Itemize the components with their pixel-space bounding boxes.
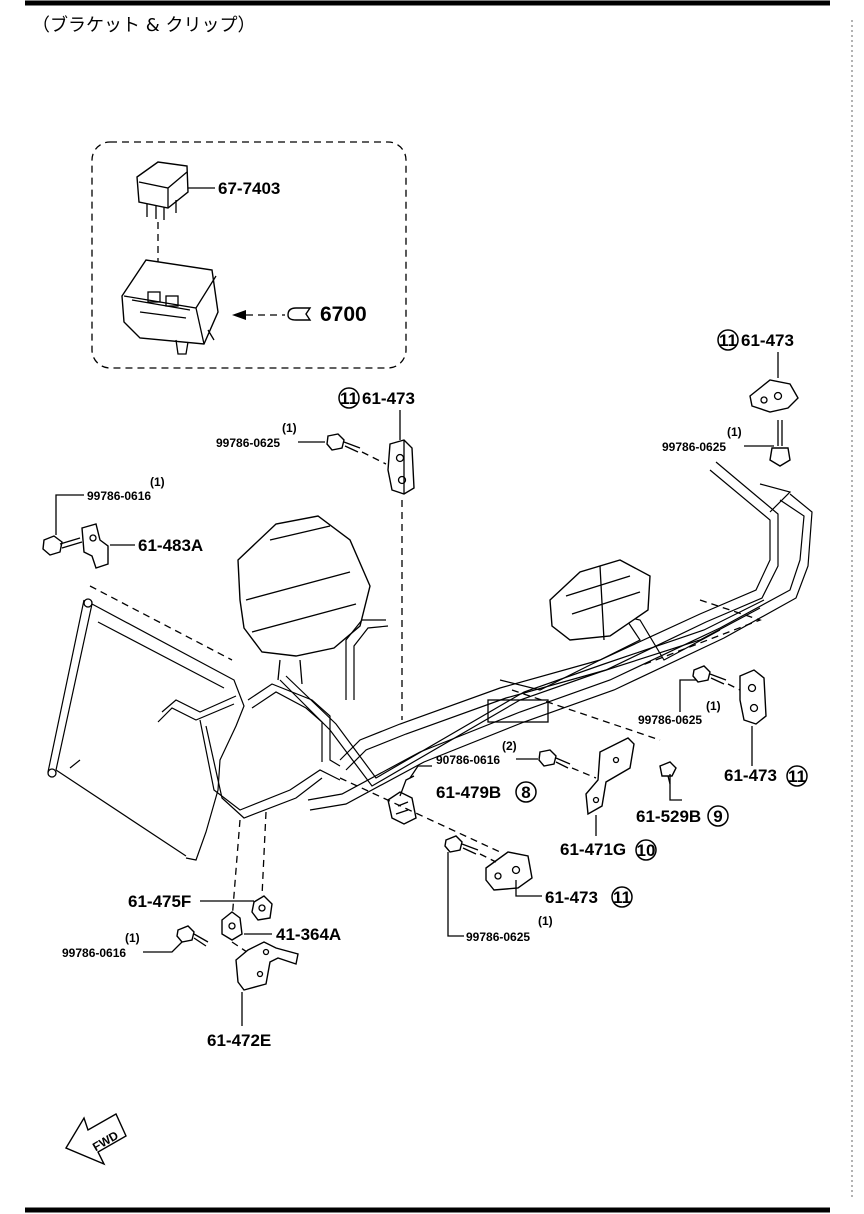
circle-11-a [338,387,360,409]
label-41-364A: 41-364A [276,925,341,944]
bolt-b4 [444,835,479,855]
label-99786-0625-c: 99786-0625 [638,713,702,727]
relay-box-part [121,259,219,355]
label-61-473-d: 61-473 [545,888,598,907]
dash-b1 [361,451,387,465]
circle-11-b-num: 11 [719,331,737,350]
condenser [47,598,245,861]
circle-11-a-num: 11 [340,389,358,408]
label-61-473-c: 61-473 [724,766,777,785]
dash-b7 [571,767,597,779]
qty-b6: (1) [125,931,140,945]
bracket-61-471G [585,737,635,816]
circle-11-d-num: 11 [613,888,631,907]
dash-483 [89,585,233,661]
clip-61-479B [387,775,417,825]
circle-11-d [611,886,633,908]
dash-471 [511,689,661,741]
leader-61-473-d [515,880,542,897]
label-61-529B: 61-529B [636,807,701,826]
label-99786-0625-b: 99786-0625 [662,440,726,454]
circle-8-num: 8 [521,783,530,802]
bolt-b3 [692,665,727,685]
leader-b3 [679,679,696,712]
qty-b1: (1) [282,421,297,435]
ac-pipes [157,461,813,819]
leader-61-479B [409,765,432,779]
dash-b3 [727,683,741,691]
evaporator-unit [549,559,651,641]
bolt-b6 [176,925,209,947]
arrow-ref [232,310,246,320]
bolt-b2 [769,420,791,467]
clip-61-529B [659,761,677,785]
fwd-arrow-icon: FWD [64,1113,127,1166]
label-61-483A: 61-483A [138,536,203,555]
circle-11-b [717,329,739,351]
label-61-473-a: 61-473 [362,389,415,408]
label-67-7403: 67-7403 [218,179,280,198]
bolt-b5 [42,535,83,556]
label-61-473-b: 61-473 [741,331,794,350]
label-99786-0616-a: 99786-0616 [87,489,151,503]
circle-10-num: 10 [637,841,656,860]
circle-11-c-num: 11 [788,767,806,786]
label-90786-0616: 90786-0616 [436,753,500,767]
qty-b3: (1) [706,699,721,713]
qty-b4: (1) [538,914,553,928]
bracket-61-472E [235,941,299,991]
leader-b6 [143,941,183,953]
clip-41-364A [221,911,243,941]
qty-b7: (2) [502,739,517,753]
compressor [237,515,371,685]
relay-inset-box [91,141,407,369]
label-99786-0625-a: 99786-0625 [216,436,280,450]
dash-right [639,599,762,667]
bracket-61-483A [81,523,109,569]
label-61-479B: 61-479B [436,783,501,802]
circle-11-c [786,765,808,787]
label-61-475F: 61-475F [128,892,191,911]
circle-10 [635,839,657,861]
dash-475 [231,819,241,921]
circle-9-num: 9 [713,807,722,826]
circle-8 [515,781,537,803]
label-61-471G: 61-471G [560,840,626,859]
circle-9 [707,805,729,827]
clip-61-475F [251,895,273,921]
clip-61-473-d [485,851,533,891]
leader-b5 [55,494,84,535]
bolt-b1 [326,433,361,453]
leader-61-529B [669,786,682,801]
clip-61-473-c [739,669,767,725]
leader-b4 [447,852,464,937]
label-61-472E: 61-472E [207,1031,271,1050]
label-99786-0625-d: 99786-0625 [466,930,530,944]
qty-b5: (1) [150,475,165,489]
clip-61-473-b [749,379,799,413]
relay-part [136,161,189,220]
dash-364 [261,811,267,897]
label-6700: 6700 [320,303,367,326]
pointing-hand-icon [287,307,312,321]
label-99786-0616-b: 99786-0616 [62,946,126,960]
bolt-b7 [538,749,571,769]
clip-61-473-a [387,439,415,495]
dash-b4 [479,853,497,863]
qty-b2: (1) [727,425,742,439]
diagram-title: （ブラケット & クリップ） [32,14,255,36]
dash-473-d [339,777,501,853]
